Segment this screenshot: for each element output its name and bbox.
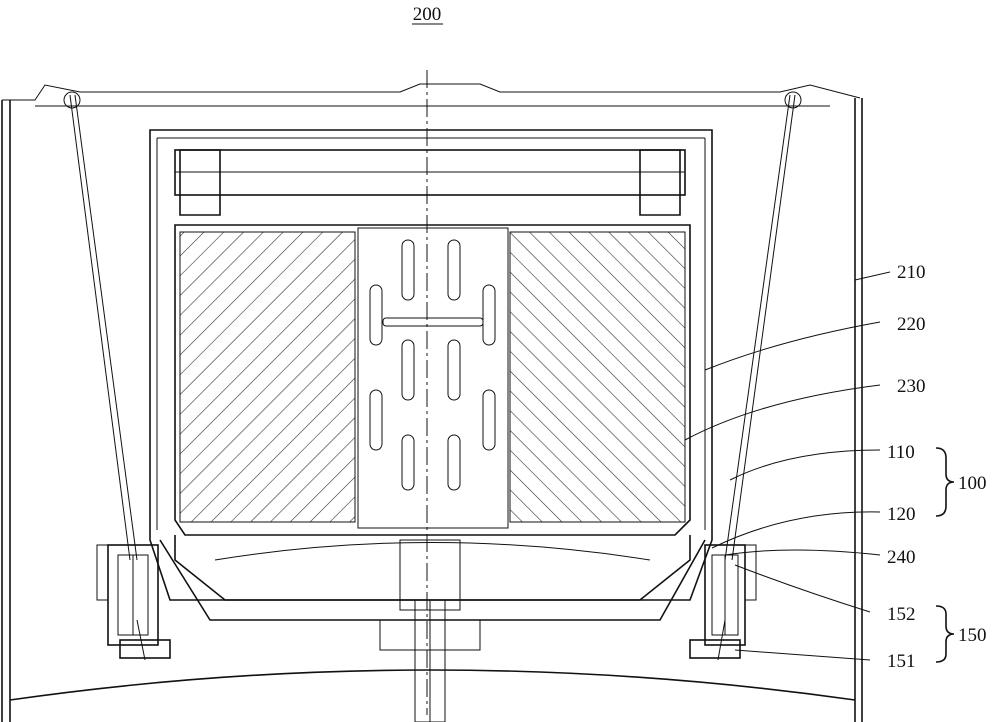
brace-150	[936, 606, 954, 662]
label-210: 210	[897, 262, 926, 283]
label-150: 150	[958, 625, 987, 646]
leader-lines	[685, 272, 890, 660]
figure-title: 200	[413, 4, 442, 25]
drum-base	[160, 535, 705, 722]
label-240: 240	[887, 547, 916, 568]
inner-drum	[175, 225, 690, 535]
label-100: 100	[958, 473, 987, 494]
right-damper	[690, 545, 756, 658]
drum-center-slots	[370, 240, 495, 490]
label-230: 230	[897, 376, 926, 397]
left-damper	[97, 545, 170, 658]
label-220: 220	[897, 314, 926, 335]
label-110: 110	[887, 442, 915, 463]
label-120: 120	[887, 504, 916, 525]
balance-ring	[175, 150, 685, 215]
label-151: 151	[887, 651, 916, 672]
brace-100	[936, 448, 954, 516]
cabinet	[2, 84, 862, 722]
label-152: 152	[887, 604, 916, 625]
